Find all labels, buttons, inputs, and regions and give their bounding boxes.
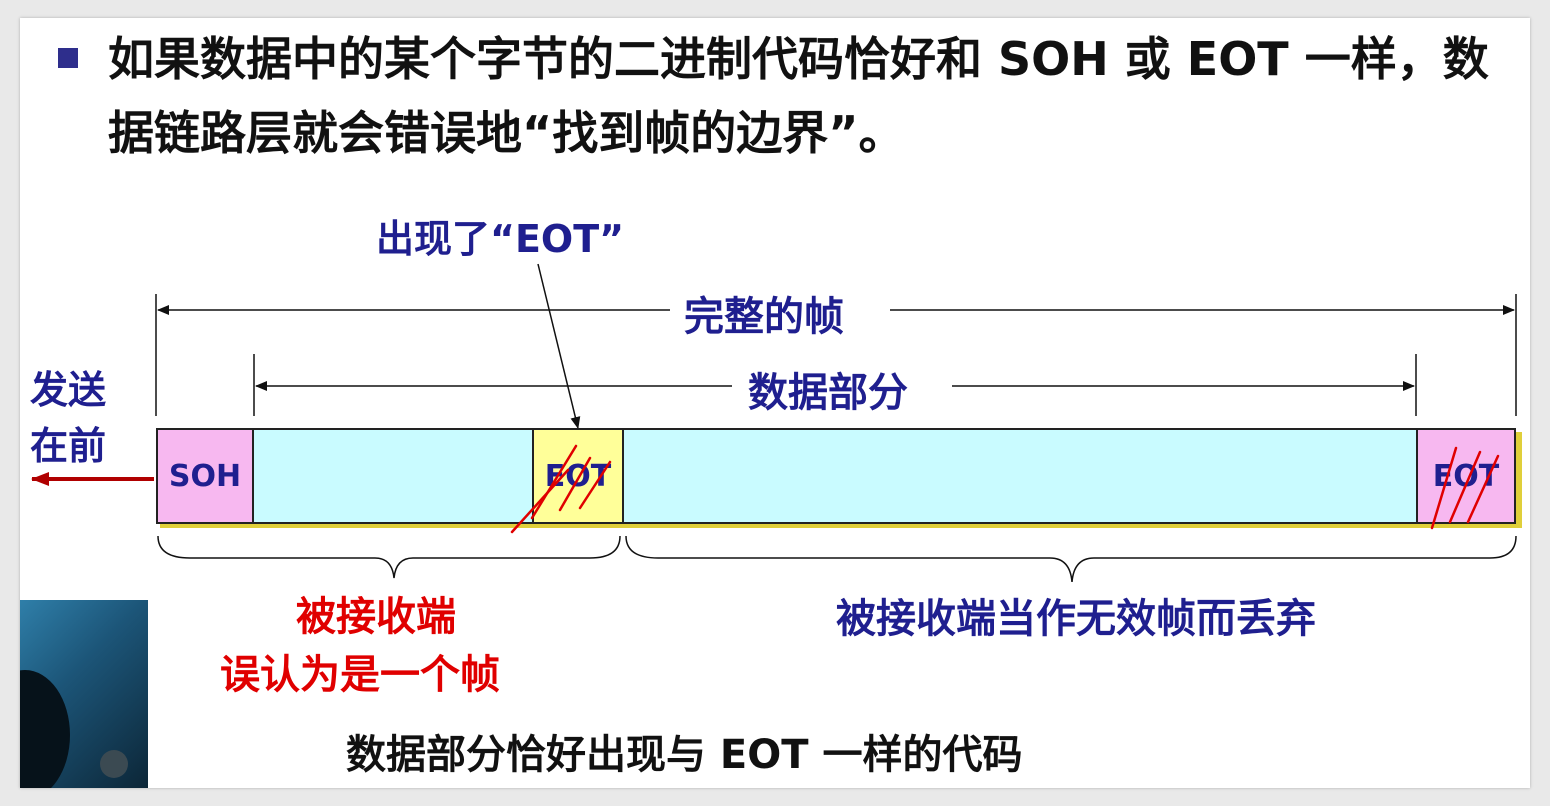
send-first-label-line2: 在前 (30, 424, 107, 468)
receiver-label-line2: 误认为是一个帧 (220, 652, 500, 698)
eot-pointer-arrow (537, 263, 581, 429)
presenter-video (20, 600, 148, 788)
eot-end-label: EOT (1432, 458, 1500, 494)
receiver-label-line1: 被接收端 (296, 594, 456, 640)
discard-label: 被接收端当作无效帧而丢弃 (836, 596, 1316, 642)
received-frame-brace (157, 535, 621, 579)
bullet-square-icon (58, 48, 78, 68)
eot-appears-label: 出现了“EOT” (376, 217, 625, 261)
eot-in-data-label: EOT (544, 458, 612, 494)
data-box-before-eot (252, 428, 534, 524)
presenter-silhouette (20, 670, 70, 788)
send-first-label-line1: 发送 (30, 368, 107, 412)
slide: 如果数据中的某个字节的二进制代码恰好和 SOH 或 EOT 一样，数据链路层就会… (20, 18, 1530, 788)
video-object (100, 750, 128, 778)
eot-in-data-box: EOT (532, 428, 624, 524)
bullet-text: 如果数据中的某个字节的二进制代码恰好和 SOH 或 EOT 一样，数据链路层就会… (108, 32, 1489, 160)
data-part-label: 数据部分 (744, 360, 912, 418)
full-frame-label: 完整的帧 (680, 284, 848, 342)
data-box-after-eot (622, 428, 1418, 524)
caption: 数据部分恰好出现与 EOT 一样的代码 (346, 732, 1023, 778)
soh-box: SOH (156, 428, 254, 524)
eot-end-box: EOT (1416, 428, 1516, 524)
soh-label: SOH (168, 458, 242, 494)
discarded-frame-brace (625, 535, 1517, 583)
